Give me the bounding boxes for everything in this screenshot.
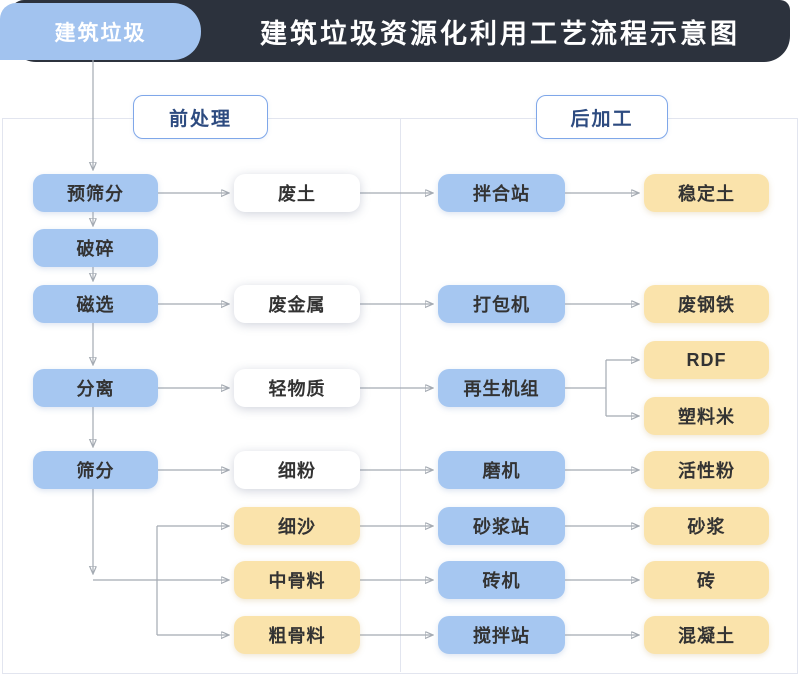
node-scrap-steel: 废钢铁 — [644, 285, 769, 323]
node-stabilized-soil: 稳定土 — [644, 174, 769, 212]
node-active-powder: 活性粉 — [644, 451, 769, 489]
node-mortar-station: 砂浆站 — [438, 507, 565, 545]
node-coarse-aggregate: 粗骨料 — [234, 616, 360, 654]
node-brick-machine: 砖机 — [438, 561, 565, 599]
node-rdf: RDF — [644, 341, 769, 379]
node-magnetic-separation: 磁选 — [33, 285, 158, 323]
node-separation: 分离 — [33, 369, 158, 407]
node-screening: 筛分 — [33, 451, 158, 489]
section-label-postprocessing: 后加工 — [536, 95, 668, 139]
node-waste-soil: 废土 — [234, 174, 360, 212]
node-brick: 砖 — [644, 561, 769, 599]
node-mixing-plant: 拌合站 — [438, 174, 565, 212]
node-fine-sand: 细沙 — [234, 507, 360, 545]
node-medium-aggregate: 中骨料 — [234, 561, 360, 599]
node-concrete-mixing-station: 搅拌站 — [438, 616, 565, 654]
node-light-material: 轻物质 — [234, 369, 360, 407]
node-pre-screening: 预筛分 — [33, 174, 158, 212]
node-fine-powder: 细粉 — [234, 451, 360, 489]
node-regeneration-unit: 再生机组 — [438, 369, 565, 407]
node-crushing: 破碎 — [33, 229, 158, 267]
node-concrete: 混凝土 — [644, 616, 769, 654]
node-plastic-pellets: 塑料米 — [644, 397, 769, 435]
node-baler: 打包机 — [438, 285, 565, 323]
diagram-title: 建筑垃圾资源化利用工艺流程示意图 — [260, 18, 740, 49]
node-waste-metal: 废金属 — [234, 285, 360, 323]
section-divider — [400, 118, 401, 672]
source-tab-construction-waste: 建筑垃圾 — [0, 3, 201, 60]
node-mill: 磨机 — [438, 451, 565, 489]
node-mortar: 砂浆 — [644, 507, 769, 545]
section-label-pretreatment: 前处理 — [133, 95, 268, 139]
